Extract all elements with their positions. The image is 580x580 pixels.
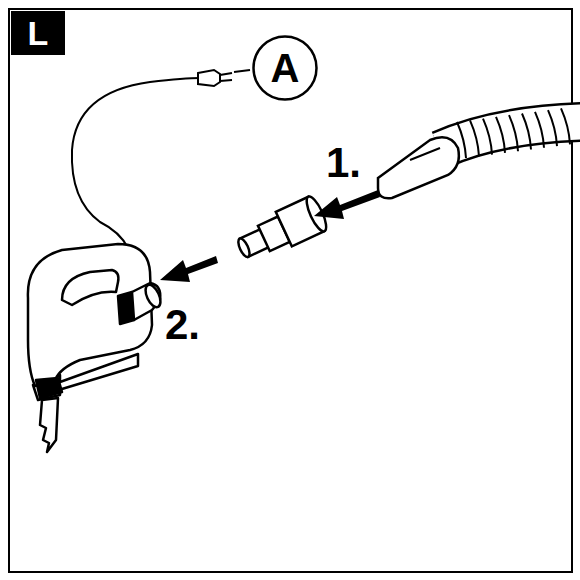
adapter [232, 194, 330, 266]
panel-tag: L [11, 11, 65, 55]
arrow-step-2 [160, 256, 218, 282]
vacuum-hose [378, 108, 580, 198]
callout-circle: A [252, 35, 318, 101]
plug [198, 70, 232, 86]
panel-letter: L [28, 16, 49, 50]
step-number: 2. [165, 304, 200, 346]
leader-line [234, 70, 250, 72]
callout-letter: A [271, 48, 300, 88]
step-number: 1. [326, 142, 361, 184]
jigsaw [28, 244, 164, 452]
power-cord [72, 78, 200, 248]
arrow-step-1 [314, 190, 380, 219]
